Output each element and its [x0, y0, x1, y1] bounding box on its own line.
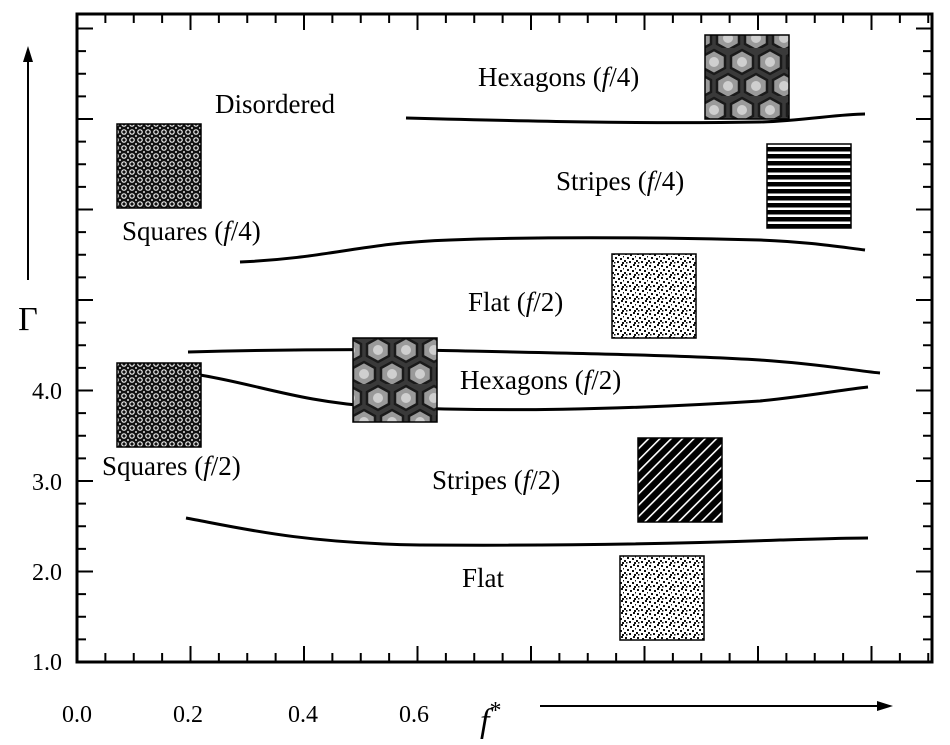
boundary-stripes-f4-squares-f4 — [239, 236, 866, 264]
boundary-squares-f2-hexagons-f2 — [199, 373, 869, 412]
random-speckle-pattern-flat-thumbnail — [619, 555, 705, 641]
x-ticks-bottom — [76, 646, 930, 662]
x-axis-title: f* — [480, 698, 501, 740]
horizontal-stripes-pattern-thumbnail — [766, 143, 852, 229]
hexagon-pattern-f2-thumbnail — [352, 337, 438, 423]
boundary-stripes-f2-flat — [185, 516, 869, 547]
boundary-disordered-hexagons-f4 — [405, 112, 866, 125]
region-label-squares-f2: Squares (f/2) — [102, 451, 241, 481]
x-tick-label: 0.0 — [62, 702, 92, 728]
region-label-hexagons-f4: Hexagons (f/4) — [478, 62, 639, 92]
y-tick-label: 2.0 — [32, 560, 62, 586]
region-label-stripes-f4: Stripes (f/4) — [556, 166, 684, 196]
region-label-squares-f4: Squares (f/4) — [122, 216, 261, 246]
x-tick-label: 0.2 — [173, 702, 203, 728]
y-tick-label: 1.0 — [32, 650, 62, 676]
y-tick-label: 4.0 — [32, 379, 62, 405]
region-label-flat-f2: Flat (f/2) — [468, 287, 563, 317]
region-label-stripes-f2: Stripes (f/2) — [432, 465, 560, 495]
square-lattice-pattern-f4-thumbnail — [116, 123, 202, 209]
x-axis-arrow — [540, 701, 893, 711]
x-tick-label: 0.4 — [288, 702, 318, 728]
y-axis-arrow — [23, 46, 33, 280]
hexagon-pattern-f4-thumbnail — [704, 34, 790, 120]
y-ticks-left — [77, 27, 93, 663]
square-lattice-pattern-f2-thumbnail — [116, 362, 202, 448]
region-label-hexagons-f2: Hexagons (f/2) — [460, 365, 621, 395]
x-ticks-top — [76, 14, 930, 30]
diagonal-stripes-pattern-thumbnail — [637, 437, 723, 523]
region-label-disordered: Disordered — [215, 89, 335, 119]
boundary-flat-f2-hexagons-f2-top — [187, 348, 881, 375]
random-speckle-pattern-f2-thumbnail — [611, 253, 697, 339]
plot-frame — [75, 12, 934, 664]
y-ticks-right — [916, 27, 932, 663]
y-tick-label: 3.0 — [32, 470, 62, 496]
region-label-flat: Flat — [462, 563, 505, 593]
x-tick-label: 0.6 — [399, 702, 429, 728]
y-axis-title: Γ — [18, 301, 38, 338]
